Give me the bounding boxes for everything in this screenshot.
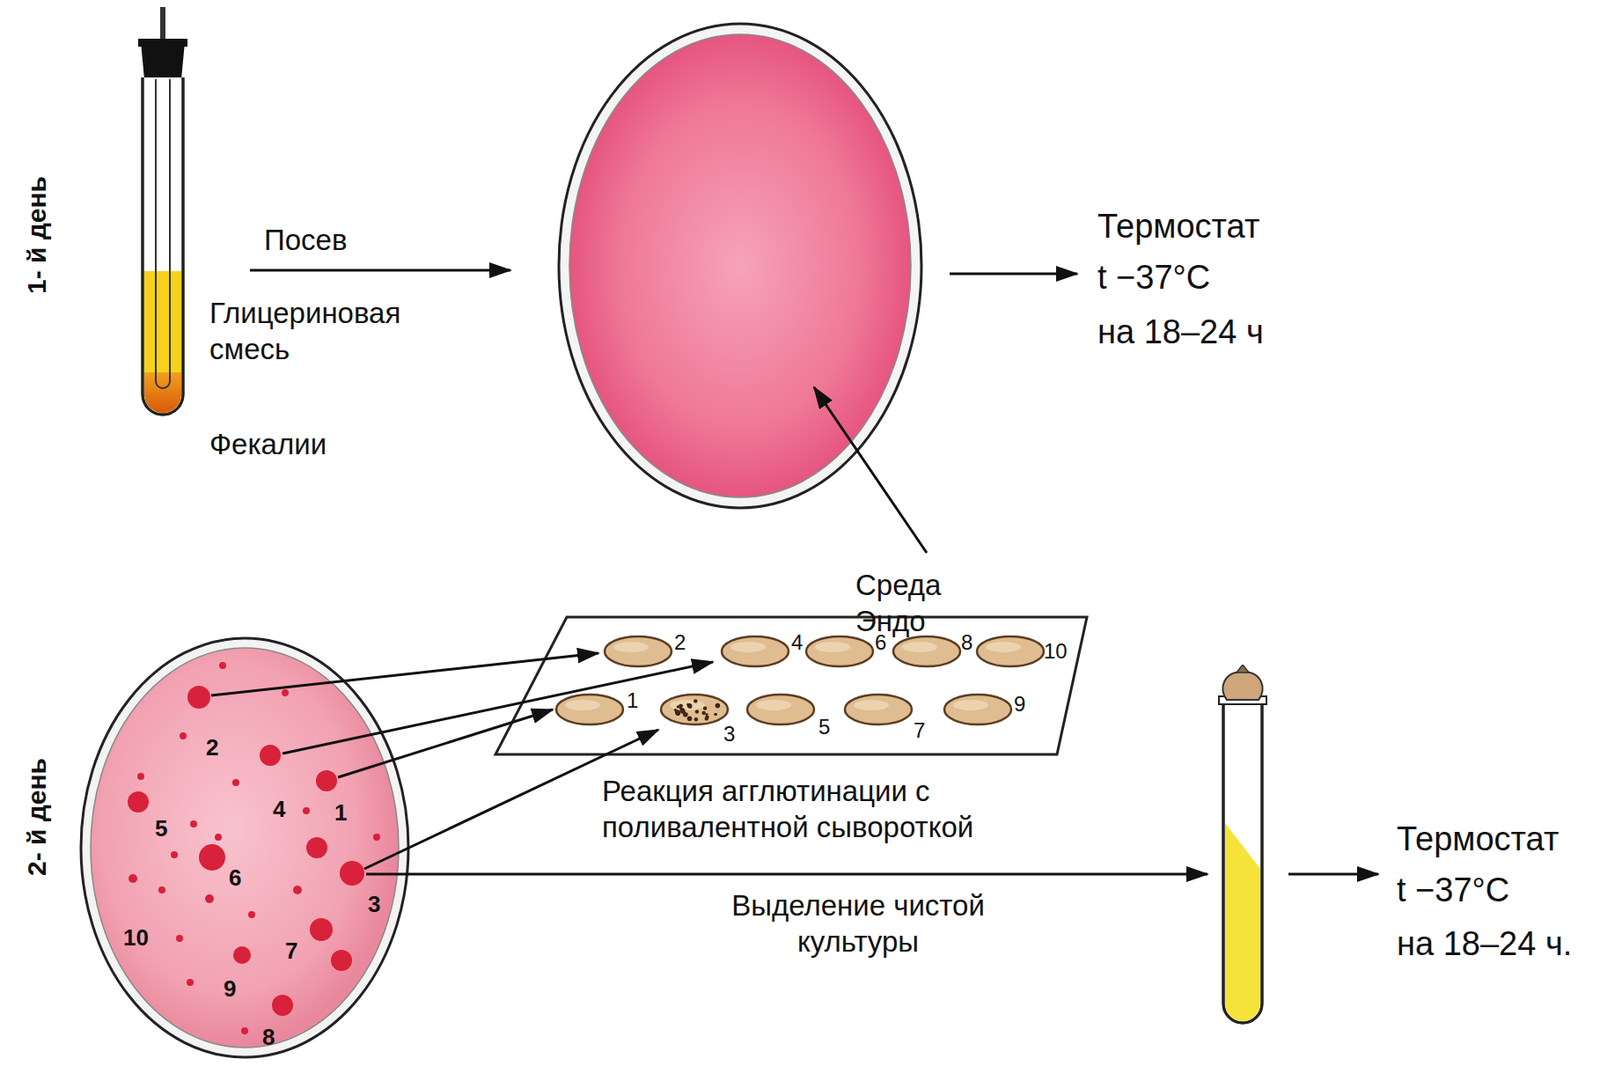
- thermostat-text: на 18–24 ч.: [1396, 924, 1572, 965]
- drop-number: 4: [791, 630, 803, 656]
- thermostat-text: t −37°C: [1396, 870, 1510, 911]
- thermostat-text: Термостат t −37°C на 18–24 ч: [1097, 200, 1268, 357]
- drop-number: 9: [1013, 691, 1026, 718]
- colony-number: 1: [334, 800, 347, 827]
- arrow-connector: [249, 269, 511, 272]
- label-text: Реакция агглютинации с поливалентной сыв…: [601, 772, 1025, 846]
- colony-number: 6: [228, 865, 242, 892]
- colony-number: 7: [285, 938, 298, 965]
- petri-dish-colonies: [77, 634, 412, 1061]
- petri-dish: [556, 21, 925, 511]
- edge-label: Посев: [264, 221, 347, 258]
- thermostat-text: Термостат: [1097, 206, 1260, 248]
- day-label: 2- й день: [20, 757, 54, 876]
- culture-tube-node: [1214, 664, 1271, 1026]
- colony-number: 5: [154, 815, 168, 843]
- day-label: 1- й день: [20, 176, 54, 294]
- test-tube: [132, 7, 194, 430]
- colony-number: 8: [262, 1024, 275, 1051]
- edge-label: Выделение чистой культуры: [708, 887, 1008, 961]
- colony-number: 10: [123, 924, 149, 952]
- thermostat-text: Термостат t −37°C на 18–24 ч.: [1396, 814, 1577, 969]
- colony-number: 4: [272, 796, 286, 823]
- glass-slide-node: 24681013579Реакция агглютинации с полива…: [492, 614, 1092, 757]
- label-text: Среда Эндо: [855, 566, 941, 640]
- drop-number: 3: [723, 721, 735, 748]
- drop-number: 8: [961, 630, 973, 656]
- arrow-connector: [949, 272, 1078, 276]
- thermostat-text: t −37°C: [1097, 257, 1211, 299]
- arrow-connector: [1288, 873, 1379, 876]
- petri-dish-node: Среда Эндо: [556, 21, 925, 511]
- petri-dish-node: 2 4 5 1 6 3 10 7 98: [77, 634, 412, 1061]
- drop-number: 10: [1043, 638, 1068, 665]
- drop-number: 5: [818, 714, 830, 741]
- colony-number: 2: [205, 734, 219, 762]
- colony-number: 3: [367, 891, 381, 918]
- colony-number: 9: [223, 976, 236, 1003]
- drop-number: 1: [626, 688, 639, 714]
- drop-number: 2: [674, 630, 686, 656]
- thermostat-text: на 18–24 ч: [1097, 312, 1264, 353]
- label-text: Глицериновая смесь: [209, 294, 465, 368]
- thermostat-text: Термостат: [1396, 819, 1559, 860]
- label-text: Фекалии: [209, 425, 386, 463]
- arrow-connector: [366, 873, 1208, 876]
- drop-number: 6: [874, 630, 887, 656]
- drop-number: 7: [913, 718, 925, 744]
- culture-tube: [1214, 664, 1271, 1026]
